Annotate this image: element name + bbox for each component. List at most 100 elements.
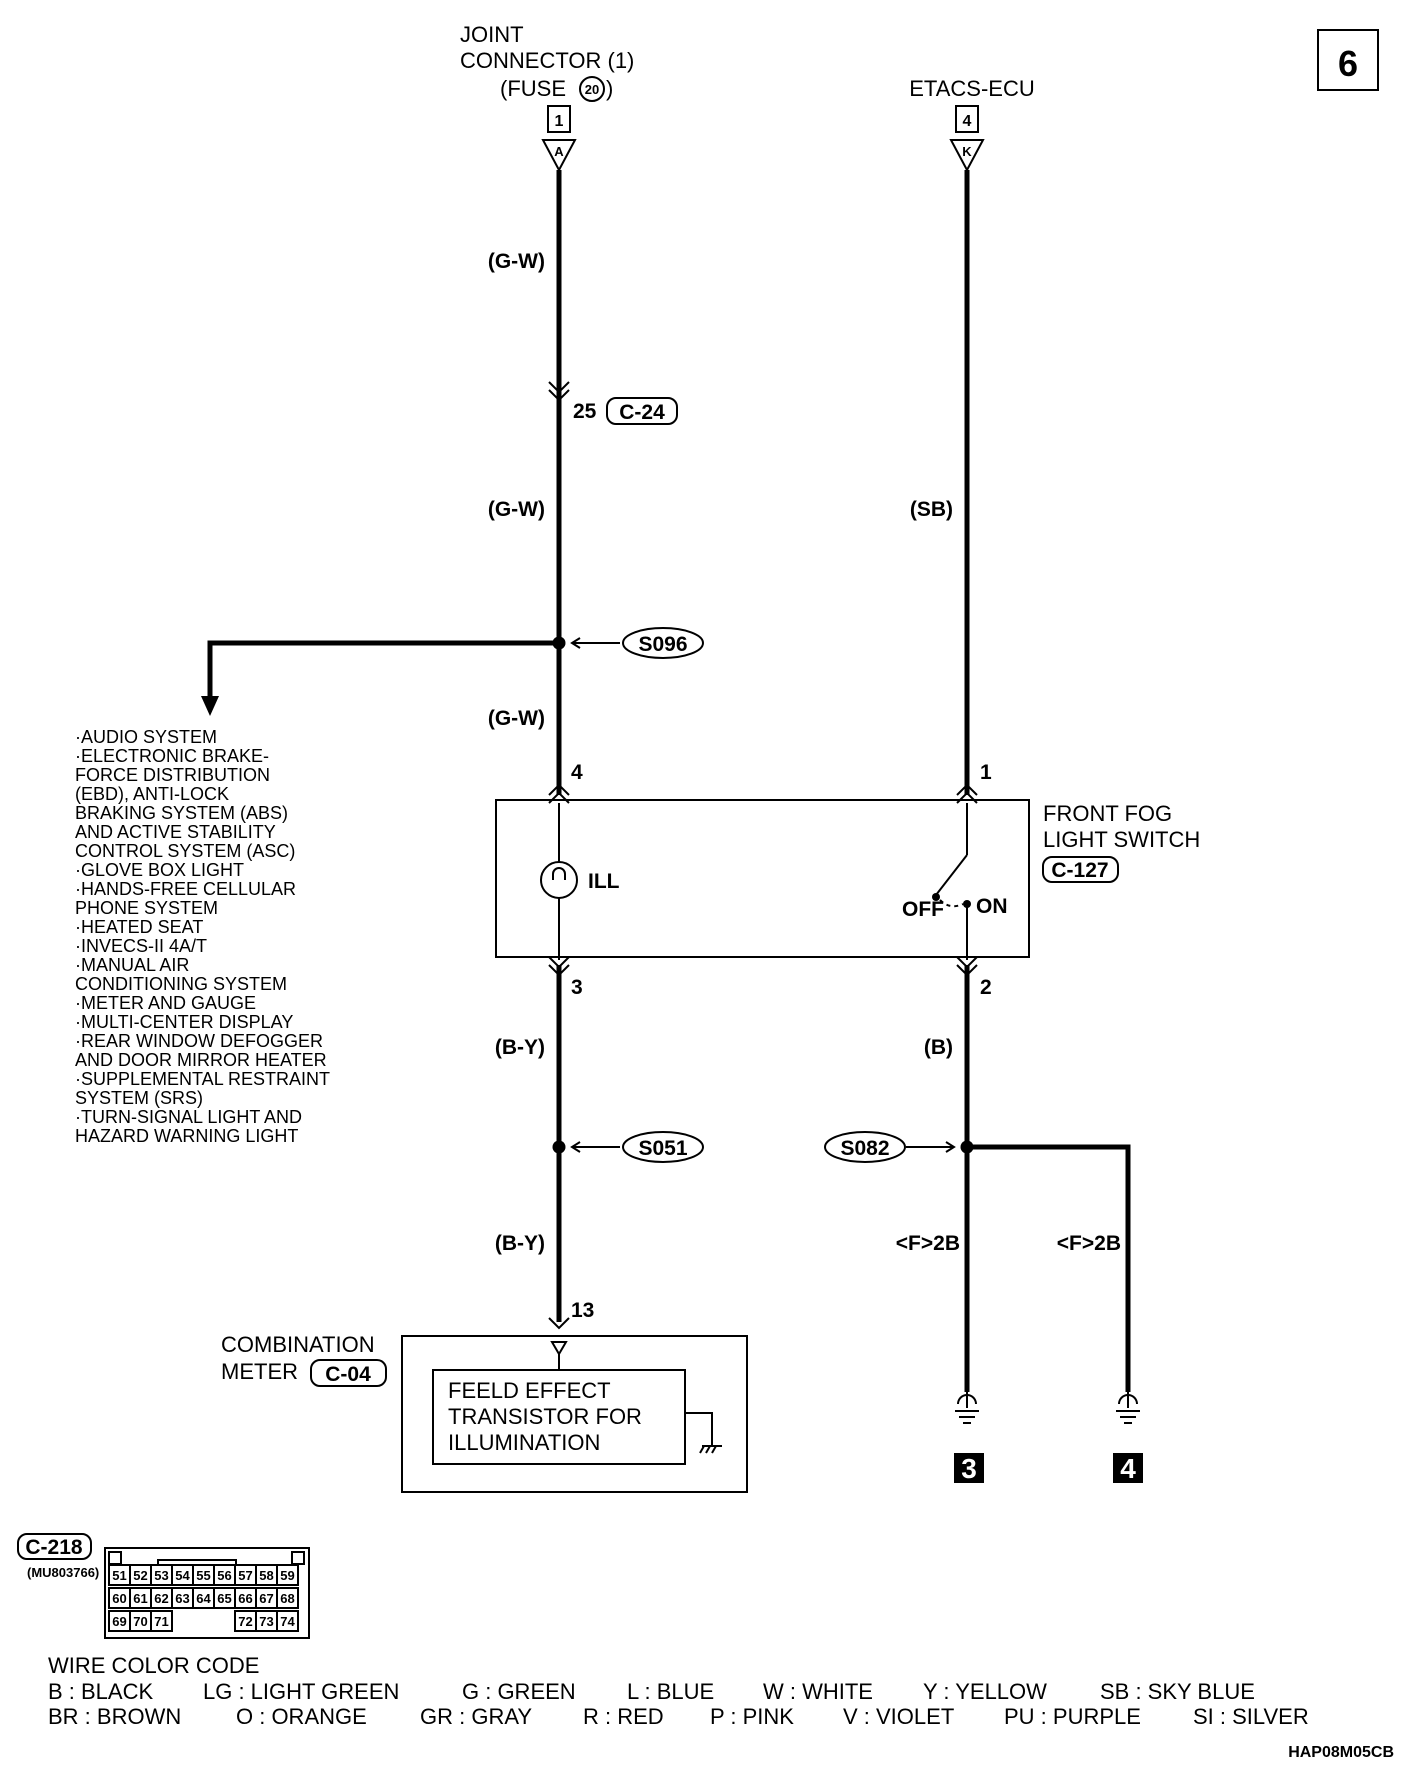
svg-text:·INVECS-II 4A/T: ·INVECS-II 4A/T [75,936,207,956]
splice-s096-label: S096 [638,633,687,656]
joint-connector-label: JOINT CONNECTOR (1) (FUSE 20 ) [460,22,634,102]
connector-guide-left [108,1551,122,1565]
svg-text:V : VIOLET: V : VIOLET [843,1704,954,1729]
meter-pin: 13 [571,1299,594,1322]
svg-text:L : BLUE: L : BLUE [627,1679,714,1704]
ill-lamp-icon [540,861,578,899]
right-wire-color-b1: (B) [924,1036,953,1059]
svg-text:·ELECTRONIC BRAKE-: ·ELECTRONIC BRAKE- [75,746,269,766]
fog-switch-box [495,799,1030,958]
svg-text:SB : SKY BLUE: SB : SKY BLUE [1100,1679,1255,1704]
switch-dash [939,899,964,908]
svg-text:59: 59 [280,1568,294,1583]
combination-meter-box [401,1335,748,1493]
splice-s096-arrowhead [570,637,581,649]
svg-text:AND DOOR MIRROR HEATER: AND DOOR MIRROR HEATER [75,1050,327,1070]
svg-text:73: 73 [259,1614,273,1629]
svg-text:P : PINK: P : PINK [710,1704,794,1729]
switch-blade [935,854,968,896]
svg-text:G : GREEN: G : GREEN [462,1679,576,1704]
fet-label: FEELD EFFECT TRANSISTOR FOR ILLUMINATION [448,1378,642,1455]
left-wire-color-mid: (G-W) [488,498,545,521]
svg-text:(FUSE: (FUSE [500,76,566,101]
meter-ground-icon [685,1412,722,1454]
switch-pin-3: 3 [571,976,583,999]
joint-connector-letter: A [554,144,564,159]
svg-text:53: 53 [154,1568,168,1583]
connector-pin-grid: 51 52 53 54 55 56 57 58 59 60 61 62 63 6… [108,1564,299,1632]
svg-text:FORCE DISTRIBUTION: FORCE DISTRIBUTION [75,765,270,785]
ground-point-3-box [954,1453,984,1483]
connector-guide-right [291,1551,305,1565]
svg-text:61: 61 [133,1591,147,1606]
ground-icon-left [955,1392,979,1424]
svg-text:51: 51 [112,1568,126,1583]
svg-text:·REAR WINDOW DEFOGGER: ·REAR WINDOW DEFOGGER [75,1031,323,1051]
splice-s082-badge [824,1131,906,1163]
switch-off-contact [932,893,940,901]
svg-text:CONTROL SYSTEM (ASC): CONTROL SYSTEM (ASC) [75,841,295,861]
etacs-connector-letter: K [962,144,972,159]
svg-text:57: 57 [238,1568,252,1583]
fog-switch-connector-box [1042,856,1119,883]
joint-connector-pin-box [547,105,571,133]
left-wire-color-top: (G-W) [488,250,545,273]
fog-switch-connector: C-127 [1051,859,1108,882]
svg-text:HAZARD WARNING LIGHT: HAZARD WARNING LIGHT [75,1126,298,1146]
joint-connector-terminal [541,139,577,173]
wire-color-code-title: WIRE COLOR CODE [48,1653,259,1678]
svg-text:): ) [606,76,613,101]
svg-text:SI : SILVER: SI : SILVER [1193,1704,1309,1729]
svg-text:65: 65 [217,1591,231,1606]
svg-text:·MULTI-CENTER DISPLAY: ·MULTI-CENTER DISPLAY [75,1012,293,1032]
svg-text:74: 74 [280,1614,295,1629]
svg-text:·HEATED SEAT: ·HEATED SEAT [75,917,203,937]
svg-text:CONNECTOR (1): CONNECTOR (1) [460,48,634,73]
svg-text:PHONE SYSTEM: PHONE SYSTEM [75,898,218,918]
svg-text:R : RED: R : RED [583,1704,664,1729]
systems-list: ·AUDIO SYSTEM ·ELECTRONIC BRAKE- FORCE D… [75,727,330,1146]
svg-text:LG : LIGHT GREEN: LG : LIGHT GREEN [203,1679,399,1704]
svg-text:METER: METER [221,1359,298,1384]
svg-text:FRONT FOG: FRONT FOG [1043,801,1172,826]
combination-meter-label: COMBINATION METER [221,1332,375,1384]
ground-point-3: 3 [961,1453,977,1484]
svg-text:56: 56 [217,1568,231,1583]
wire-color-code-row-1: B : BLACK LG : LIGHT GREEN G : GREEN L :… [48,1679,1255,1704]
wire-color-code-row-2: BR : BROWN O : ORANGE GR : GRAY R : RED … [48,1704,1309,1729]
svg-text:69: 69 [112,1614,126,1629]
ground-branch-wire [967,1144,1131,1392]
connector-view-part-number: (MU803766) [27,1565,99,1580]
svg-text:·GLOVE BOX LIGHT: ·GLOVE BOX LIGHT [75,860,244,880]
diagram-code: HAP08M05CB [1288,1744,1394,1761]
splice-s082-arrowhead [945,1141,956,1153]
svg-text:TRANSISTOR FOR: TRANSISTOR FOR [448,1404,642,1429]
switch-on-label: ON [976,895,1008,918]
svg-text:LIGHT SWITCH: LIGHT SWITCH [1043,827,1200,852]
svg-text:GR : GRAY: GR : GRAY [420,1704,532,1729]
ill-lamp-filament [552,867,566,880]
svg-text:(EBD), ANTI-LOCK: (EBD), ANTI-LOCK [75,784,229,804]
splice-s051-dot [552,1140,566,1154]
junction-pin: 25 [573,400,597,423]
svg-text:68: 68 [280,1591,294,1606]
svg-text:60: 60 [112,1591,126,1606]
ground-point-4-box [1113,1453,1143,1483]
svg-text:O : ORANGE: O : ORANGE [236,1704,367,1729]
svg-text:·MANUAL AIR: ·MANUAL AIR [75,955,189,975]
splice-s051-arrowhead [570,1141,581,1153]
svg-text:·TURN-SIGNAL LIGHT AND: ·TURN-SIGNAL LIGHT AND [75,1107,302,1127]
etacs-ecu-label: ETACS-ECU [909,76,1035,101]
meter-terminal-chevron [548,1317,570,1330]
svg-text:SYSTEM (SRS): SYSTEM (SRS) [75,1088,203,1108]
left-wire-color-lower: (G-W) [488,707,545,730]
switch-pin-2: 2 [980,976,992,999]
svg-text:W : WHITE: W : WHITE [763,1679,873,1704]
svg-text:·SUPPLEMENTAL RESTRAINT: ·SUPPLEMENTAL RESTRAINT [75,1069,330,1089]
svg-text:66: 66 [238,1591,252,1606]
left-wire-color-b1: (B-Y) [495,1036,545,1059]
svg-text:64: 64 [196,1591,211,1606]
fuse-number-circle [579,76,605,102]
fog-switch-label: FRONT FOG LIGHT SWITCH [1043,801,1200,852]
